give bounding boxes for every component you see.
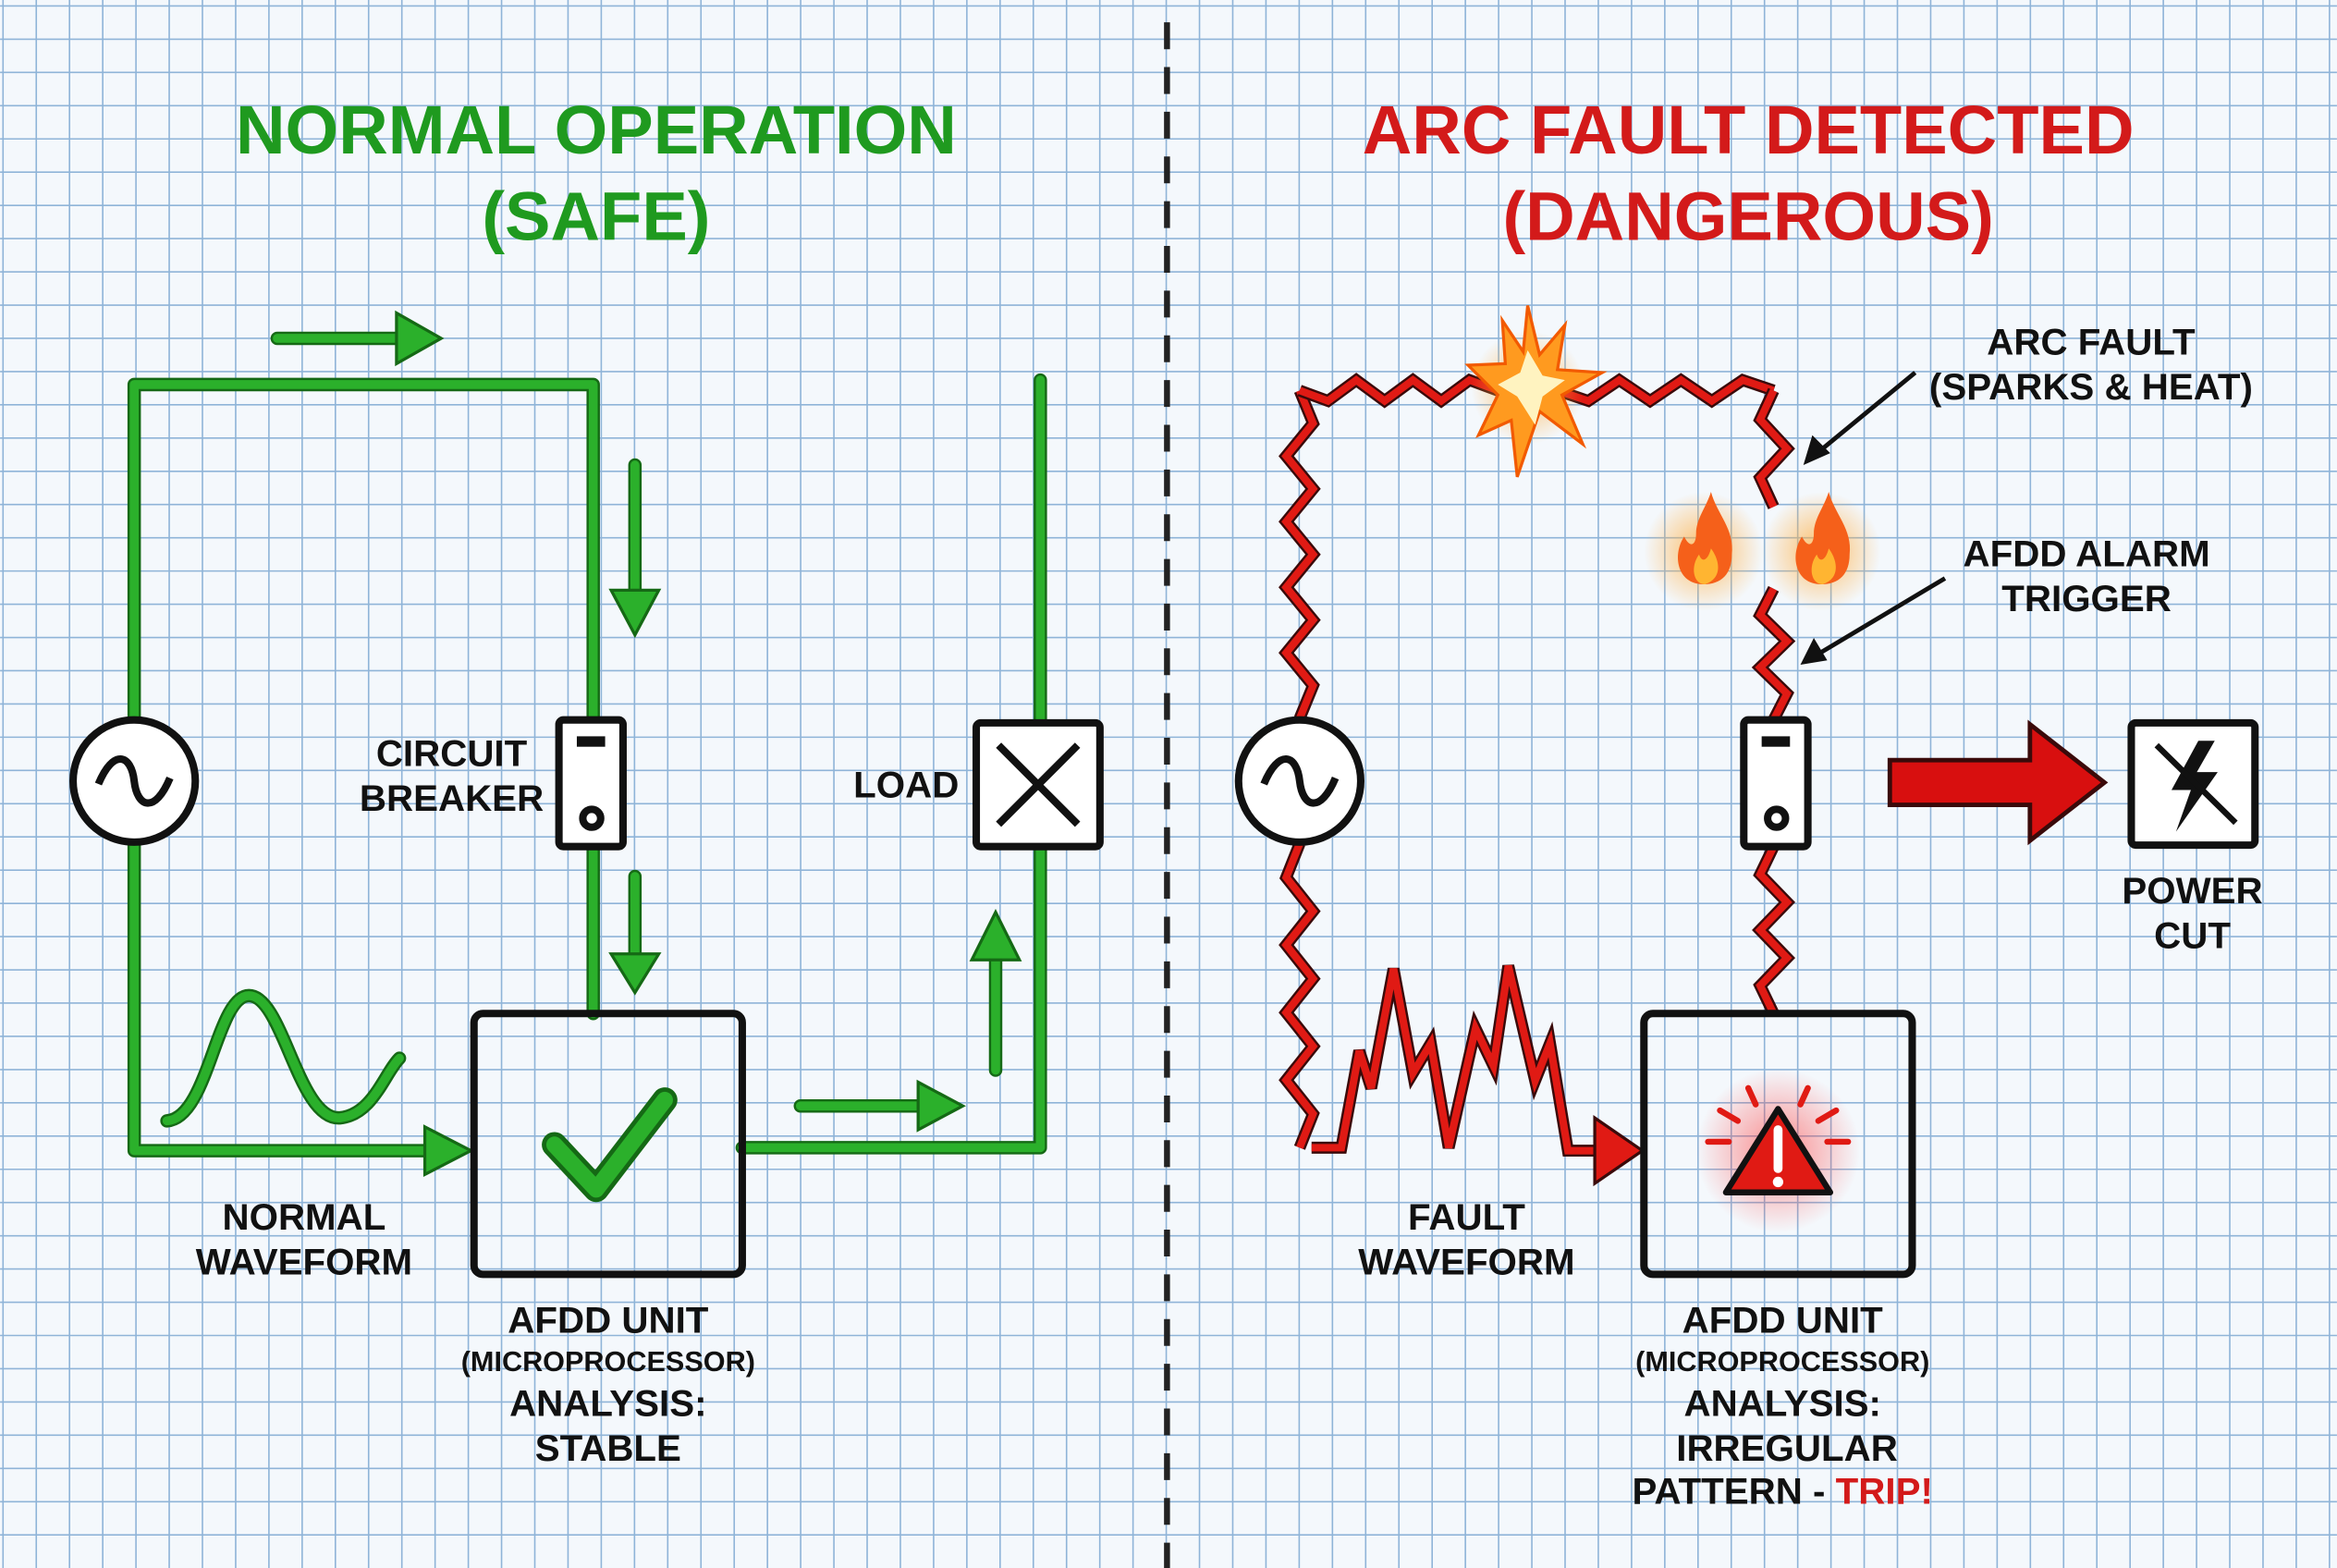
- alarm-label-2: TRIGGER: [2001, 578, 2172, 619]
- alarm-label-1: AFDD ALARM: [1964, 533, 2210, 575]
- arc-fault-panel: ARC FAULT DETECTED (DANGEROUS): [1234, 92, 2263, 1513]
- zigzag-wire-segment: [1755, 586, 1793, 722]
- right-title-line1: ARC FAULT DETECTED: [1363, 92, 2135, 168]
- right-unit-sub: (MICROPROCESSOR): [1635, 1346, 1929, 1378]
- breaker-label-1: CIRCUIT: [376, 733, 528, 775]
- ac-source-icon-fault: [1234, 716, 1364, 846]
- left-analysis-value: STABLE: [535, 1427, 681, 1469]
- fault-waveform: [1311, 964, 1646, 1187]
- spark-icon: [1464, 305, 1608, 478]
- right-unit-title: AFDD UNIT: [1682, 1299, 1884, 1341]
- normal-operation-panel: NORMAL OPERATION (SAFE) CIRCUIT BREAKER …: [69, 92, 1104, 1469]
- left-title-line1: NORMAL OPERATION: [236, 92, 957, 168]
- load-icon: [972, 718, 1104, 851]
- fault-waveform-label-1: FAULT: [1408, 1196, 1525, 1238]
- zigzag-wire-segment: [1298, 375, 1499, 406]
- load-label: LOAD: [853, 765, 959, 806]
- normal-waveform-label-1: NORMAL: [223, 1196, 386, 1238]
- zigzag-wire-segment: [1756, 388, 1793, 508]
- normal-waveform-label-2: WAVEFORM: [196, 1241, 412, 1282]
- circuit-breaker-icon: [555, 716, 627, 851]
- trip-text: TRIP!: [1836, 1471, 1933, 1513]
- ac-source-icon: [69, 716, 200, 846]
- left-title-line2: (SAFE): [482, 178, 710, 255]
- pointer-arrows: [1800, 371, 1947, 666]
- breaker-label-2: BREAKER: [360, 778, 544, 819]
- right-title-line2: (DANGEROUS): [1502, 178, 1993, 255]
- zigzag-wire-segment: [1281, 388, 1318, 720]
- left-unit-title: AFDD UNIT: [508, 1299, 709, 1341]
- left-unit-sub: (MICROPROCESSOR): [461, 1346, 755, 1378]
- zigzag-wire-segment: [1755, 844, 1793, 1016]
- normal-sine-waveform: [160, 988, 407, 1128]
- power-cut-icon: [2127, 718, 2259, 850]
- afdd-unit-box-safe: [470, 1010, 746, 1279]
- right-analysis-value-2: PATTERN - TRIP!: [1633, 1471, 1933, 1513]
- left-analysis-label: ANALYSIS:: [509, 1383, 706, 1425]
- current-flow-arrows: [270, 310, 1022, 1133]
- arc-fault-label-2: (SPARKS & HEAT): [1929, 366, 2253, 408]
- faulty-zigzag-wires: [1279, 373, 1796, 1150]
- arc-fault-label-1: ARC FAULT: [1987, 322, 2196, 363]
- right-analysis-value-1: IRREGULAR: [1676, 1427, 1898, 1469]
- fire-icon: [1644, 492, 1881, 611]
- power-cut-label-2: CUT: [2154, 914, 2231, 956]
- zigzag-wire-segment: [1281, 841, 1318, 1149]
- right-analysis-label: ANALYSIS:: [1683, 1383, 1880, 1425]
- zigzag-wire-segment: [1556, 375, 1775, 406]
- pattern-text: PATTERN -: [1633, 1471, 1836, 1513]
- circuit-breaker-icon-fault: [1740, 716, 1812, 851]
- afdd-unit-box-fault: [1640, 1010, 1916, 1279]
- normal-circuit-wires: [127, 373, 1047, 1178]
- power-cut-label-1: POWER: [2122, 870, 2262, 912]
- fault-waveform-label-2: WAVEFORM: [1358, 1241, 1574, 1282]
- warning-icon: [1705, 1084, 1852, 1195]
- trip-arrow-icon: [1887, 719, 2109, 846]
